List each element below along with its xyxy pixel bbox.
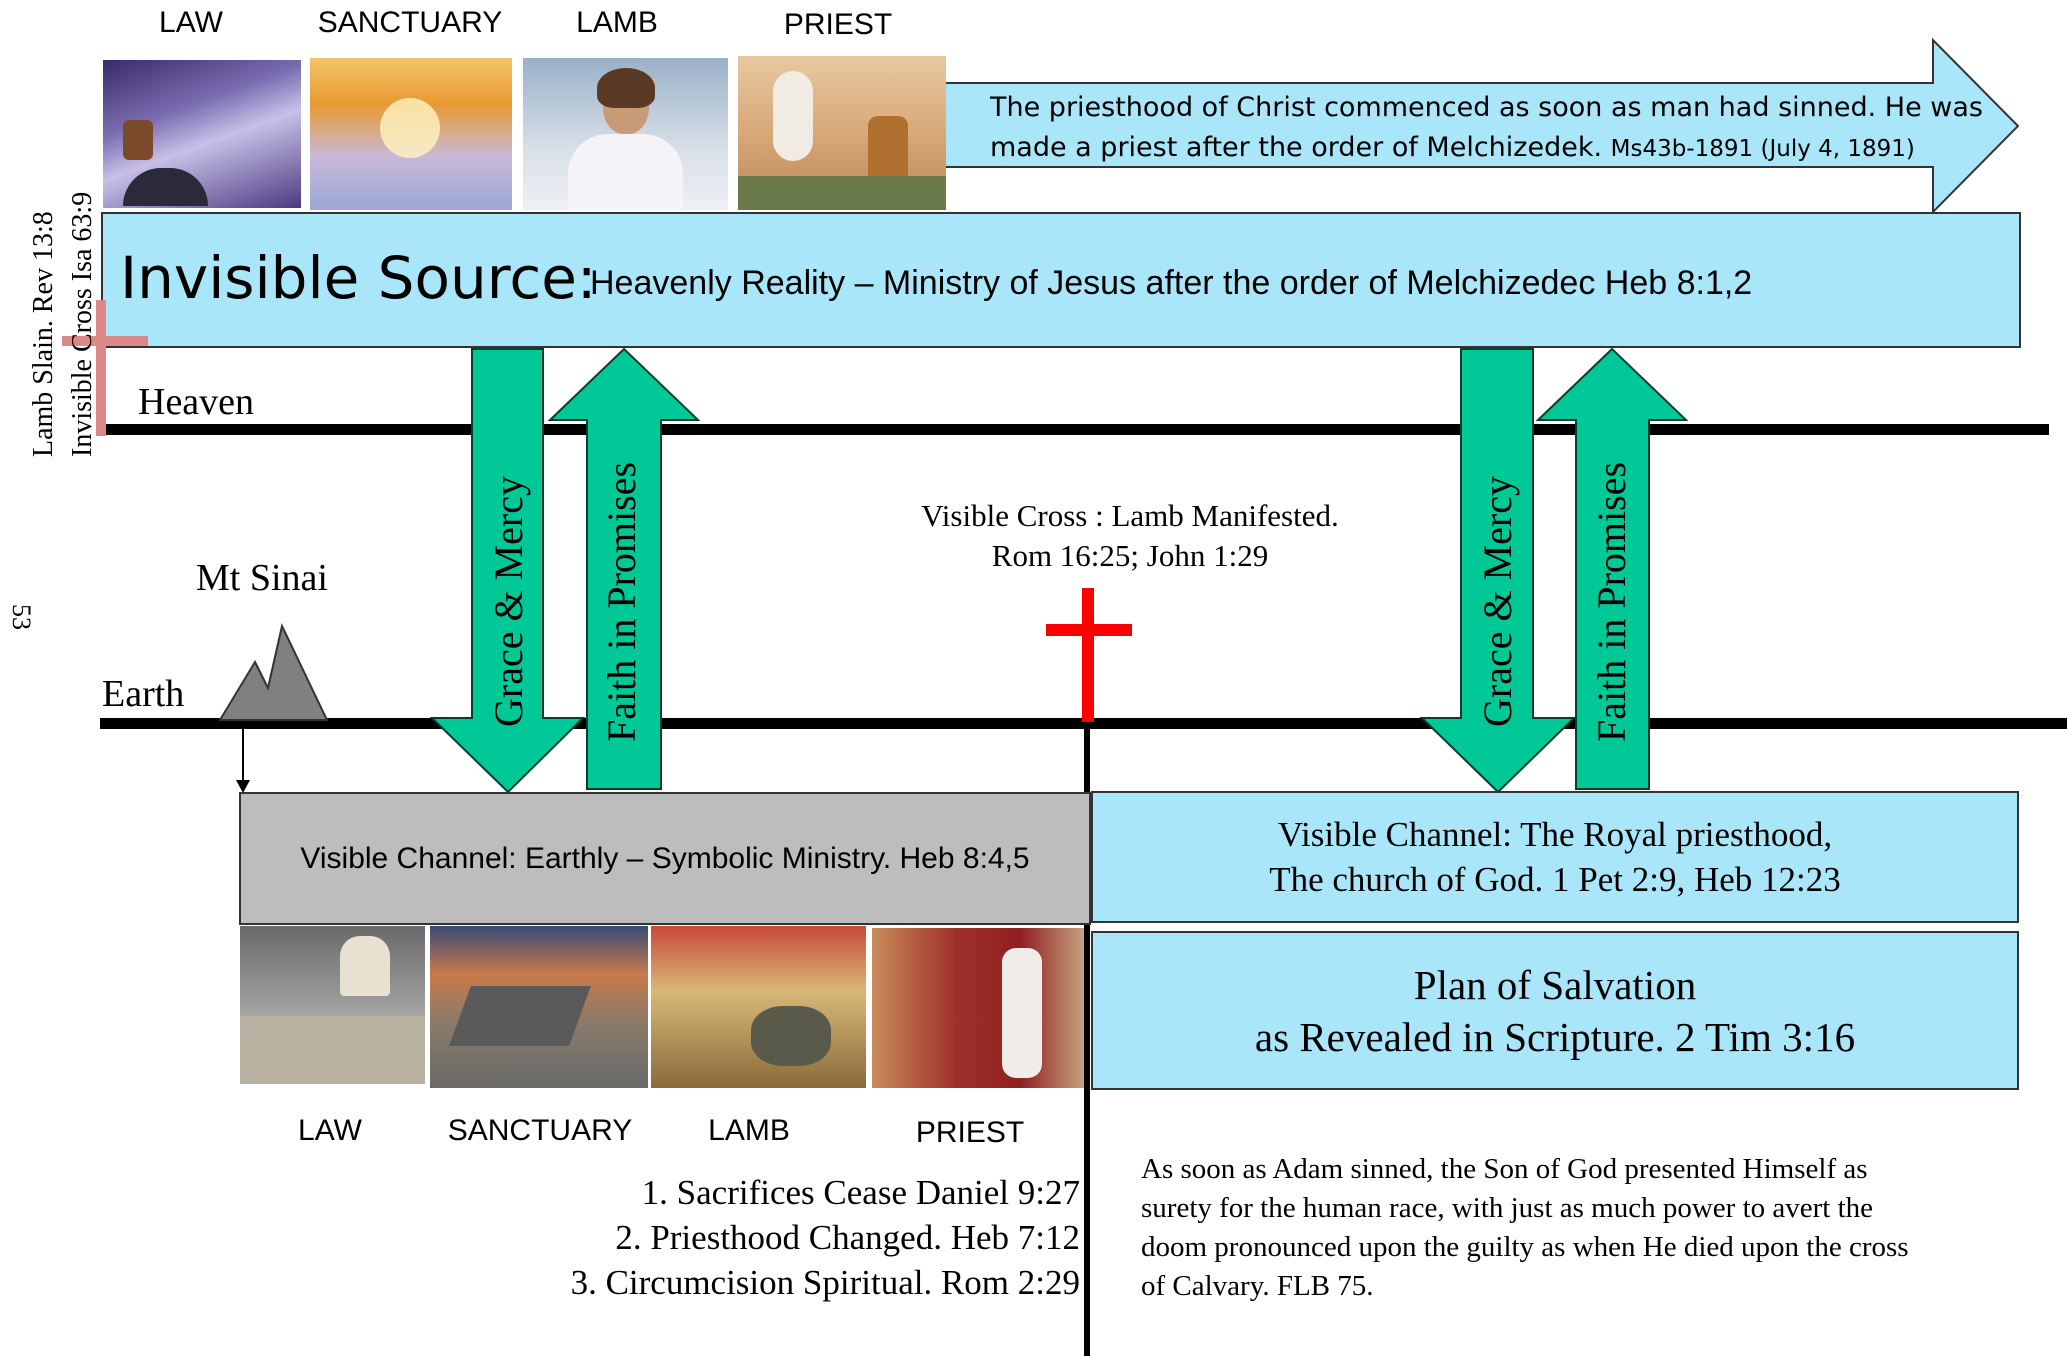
- grace-mercy-label-left: Grace & Mercy: [486, 476, 531, 727]
- earthly-channel-box: [239, 792, 1091, 925]
- royal-channel-line2: The church of God. 1 Pet 2:9, Heb 12:23: [1269, 860, 1841, 899]
- bottom-label-lamb: LAMB: [708, 1114, 790, 1147]
- top-photo-lamb: [523, 58, 728, 210]
- faith-arrow-right-shape: [1535, 347, 1689, 790]
- grace-mercy-label-right: Grace & Mercy: [1475, 476, 1520, 727]
- earth-label: Earth: [102, 673, 185, 715]
- flb-quote-line2: surety for the human race, with just as …: [1141, 1192, 1874, 1224]
- top-label-law: LAW: [159, 6, 223, 39]
- heaven-line: [103, 424, 2049, 435]
- bottom-photo-law: [240, 926, 425, 1084]
- mt-sinai-label: Mt Sinai: [196, 557, 328, 599]
- invisible-cross-vertical: [96, 300, 106, 436]
- bottom-photo-sanctuary: [430, 926, 648, 1088]
- priesthood-quote: The priesthood of Christ commenced as so…: [990, 88, 1983, 169]
- priesthood-quote-line2: made a priest after the order of Melchiz…: [990, 128, 1983, 169]
- side-text-lamb-slain: Lamb Slain. Rev 13:8: [28, 211, 59, 457]
- faith-promises-label-right: Faith in Promises: [1589, 461, 1634, 742]
- change-item-3: 3. Circumcision Spiritual. Rom 2:29: [570, 1263, 1080, 1302]
- earth-line: [100, 718, 2067, 729]
- priesthood-quote-line1: The priesthood of Christ commenced as so…: [990, 92, 1983, 123]
- visible-cross-line1: Visible Cross : Lamb Manifested.: [921, 498, 1339, 533]
- bottom-label-priest: PRIEST: [915, 1116, 1025, 1149]
- top-photo-law: [103, 60, 301, 208]
- earthly-channel-text: Visible Channel: Earthly – Symbolic Mini…: [300, 841, 1030, 875]
- bottom-label-sanctuary: SANCTUARY: [447, 1114, 633, 1147]
- flb-quote-line3: doom pronounced upon the guilty as when …: [1141, 1231, 1909, 1263]
- top-label-priest: PRIEST: [783, 8, 893, 41]
- plan-line1: Plan of Salvation: [1413, 961, 1697, 1008]
- change-item-1: 1. Sacrifices Cease Daniel 9:27: [641, 1173, 1080, 1212]
- priesthood-quote-main: made a priest after the order of Melchiz…: [990, 132, 1603, 163]
- royal-channel-text: Visible Channel: The Royal priesthood, T…: [1092, 792, 2018, 922]
- invisible-source-title: Invisible Source:: [120, 244, 597, 312]
- grace-arrow-left-shape: [429, 348, 586, 794]
- sinai-pointer-head: [236, 780, 250, 793]
- flb-quote: As soon as Adam sinned, the Son of God p…: [1141, 1150, 1909, 1306]
- bottom-photo-lamb: [651, 926, 866, 1088]
- bottom-label-law: LAW: [298, 1114, 362, 1147]
- bottom-photo-priest: [872, 928, 1084, 1088]
- red-cross-vertical: [1082, 588, 1094, 722]
- flb-quote-line1: As soon as Adam sinned, the Son of God p…: [1141, 1153, 1868, 1185]
- invisible-source-subtitle: Heavenly Reality – Ministry of Jesus aft…: [590, 264, 1753, 302]
- invisible-cross-horizontal: [62, 336, 148, 346]
- visible-cross-caption: Visible Cross : Lamb Manifested. Rom 16:…: [840, 496, 1420, 576]
- faith-promises-label-left: Faith in Promises: [599, 461, 644, 742]
- royal-channel-box: [1091, 791, 2019, 923]
- page-number: 53: [7, 604, 36, 630]
- top-photo-sanctuary: [310, 58, 512, 210]
- faith-arrow-left-shape: [547, 347, 701, 790]
- changes-list: 1. Sacrifices Cease Daniel 9:27 2. Pries…: [420, 1170, 1080, 1305]
- plan-of-salvation-text: Plan of Salvation as Revealed in Scriptu…: [1092, 932, 2018, 1089]
- plan-of-salvation-box: [1091, 931, 2019, 1090]
- royal-channel-line1: Visible Channel: The Royal priesthood,: [1277, 815, 1833, 854]
- quote-arrow-shape: [939, 37, 2020, 215]
- side-text-invisible-cross: Invisible Cross Isa 63:9: [67, 191, 98, 457]
- heaven-label: Heaven: [138, 381, 255, 423]
- flb-quote-line4: of Calvary. FLB 75.: [1141, 1270, 1374, 1302]
- top-label-lamb: LAMB: [576, 6, 658, 39]
- invisible-source-bar: [101, 212, 2021, 348]
- visible-cross-line2: Rom 16:25; John 1:29: [991, 538, 1269, 573]
- cross-divider-line: [1084, 720, 1090, 1356]
- change-item-2: 2. Priesthood Changed. Heb 7:12: [615, 1218, 1080, 1257]
- plan-line2: as Revealed in Scripture. 2 Tim 3:16: [1254, 1013, 1856, 1060]
- top-label-sanctuary: SANCTUARY: [317, 6, 503, 39]
- mt-sinai-mountain: [218, 622, 329, 721]
- red-cross-horizontal: [1046, 624, 1132, 636]
- top-photo-priest: [738, 56, 946, 210]
- grace-arrow-right-shape: [1419, 348, 1577, 794]
- priesthood-quote-ref: Ms43b-1891 (July 4, 1891): [1610, 136, 1915, 162]
